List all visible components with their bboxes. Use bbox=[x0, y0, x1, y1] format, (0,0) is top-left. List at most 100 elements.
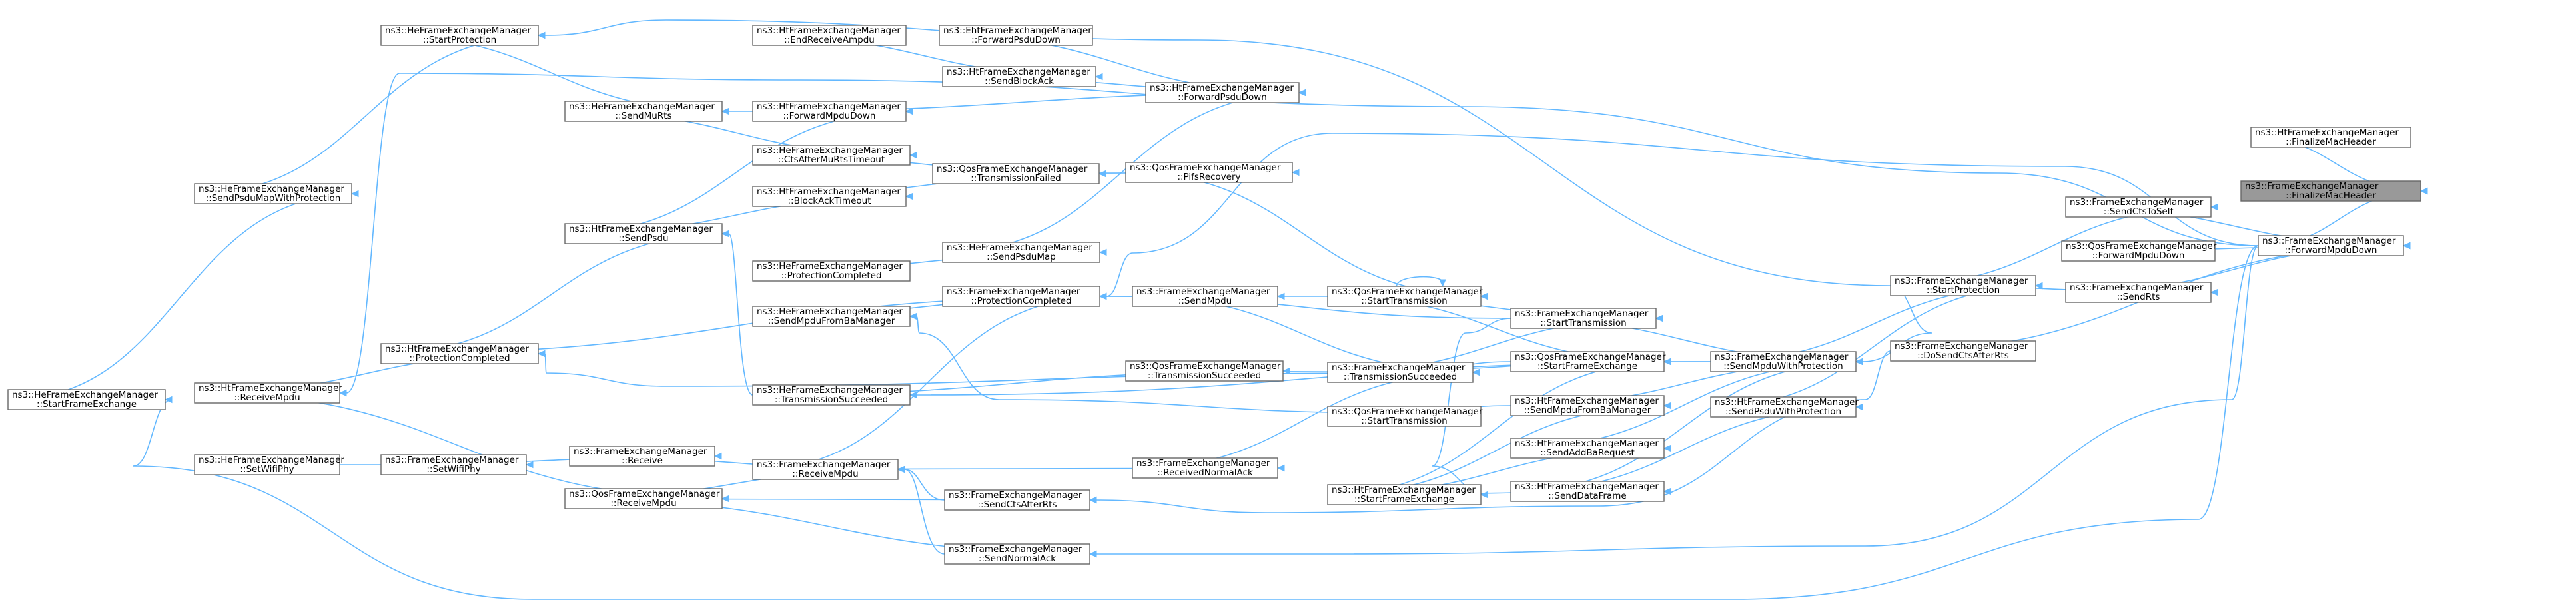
graph-node[interactable]: ns3::QosFrameExchangeManager::PifsRecove… bbox=[1125, 162, 1293, 183]
node-box[interactable] bbox=[380, 25, 539, 46]
node-box[interactable] bbox=[1327, 484, 1482, 505]
graph-node[interactable]: ns3::QosFrameExchangeManager::Transmissi… bbox=[932, 163, 1100, 184]
graph-node[interactable]: ns3::HeFrameExchangeManager::CtsAfterMuR… bbox=[752, 145, 911, 166]
graph-node[interactable]: ns3::QosFrameExchangeManager::Transmissi… bbox=[1125, 360, 1284, 382]
graph-node[interactable]: ns3::FrameExchangeManager::SendNormalAck bbox=[944, 543, 1090, 565]
node-box[interactable] bbox=[2061, 240, 2216, 262]
node-box[interactable] bbox=[944, 543, 1090, 565]
graph-node[interactable]: ns3::EhtFrameExchangeManager::ForwardPsd… bbox=[939, 25, 1093, 46]
graph-node[interactable]: ns3::FrameExchangeManager::Receive bbox=[569, 446, 715, 467]
graph-node[interactable]: ns3::FrameExchangeManager::FinalizeMacHe… bbox=[2240, 180, 2421, 202]
graph-node[interactable]: ns3::QosFrameExchangeManager::ForwardMpd… bbox=[2061, 240, 2217, 262]
node-box[interactable] bbox=[1710, 351, 1857, 372]
graph-node[interactable]: ns3::HtFrameExchangeManager::SendAddBaRe… bbox=[1510, 438, 1665, 459]
node-box[interactable] bbox=[752, 459, 899, 480]
graph-node[interactable]: ns3::FrameExchangeManager::ReceiveMpdu bbox=[752, 459, 899, 480]
node-box[interactable] bbox=[1327, 286, 1482, 307]
node-box[interactable] bbox=[1132, 286, 1278, 307]
node-box[interactable] bbox=[1890, 340, 2036, 362]
graph-node[interactable]: ns3::HeFrameExchangeManager::StartProtec… bbox=[380, 25, 539, 46]
node-box[interactable] bbox=[194, 454, 340, 475]
graph-node[interactable]: ns3::FrameExchangeManager::SendMpduWithP… bbox=[1710, 351, 1857, 372]
graph-node[interactable]: ns3::HtFrameExchangeManager::SendMpduFro… bbox=[1510, 395, 1665, 416]
node-box[interactable] bbox=[194, 183, 352, 204]
graph-node[interactable]: ns3::HtFrameExchangeManager::ForwardMpdu… bbox=[752, 101, 907, 122]
graph-node[interactable]: ns3::HeFrameExchangeManager::SendPsduMap… bbox=[194, 183, 352, 204]
node-box[interactable] bbox=[1145, 82, 1300, 103]
graph-node[interactable]: ns3::HtFrameExchangeManager::FinalizeMac… bbox=[2250, 127, 2411, 148]
graph-node[interactable]: ns3::HtFrameExchangeManager::SendPsdu bbox=[564, 223, 723, 244]
node-box[interactable] bbox=[380, 343, 539, 364]
graph-node[interactable]: ns3::HtFrameExchangeManager::StartFrameE… bbox=[1327, 484, 1482, 505]
node-box[interactable] bbox=[939, 25, 1093, 46]
node-box[interactable] bbox=[942, 66, 1096, 87]
node-box[interactable] bbox=[752, 384, 911, 406]
node-box[interactable] bbox=[1890, 275, 2036, 296]
node-box[interactable] bbox=[1327, 406, 1482, 427]
graph-node[interactable]: ns3::FrameExchangeManager::DoSendCtsAfte… bbox=[1890, 340, 2036, 362]
node-box[interactable] bbox=[1132, 457, 1278, 479]
graph-node[interactable]: ns3::QosFrameExchangeManager::StartTrans… bbox=[1327, 406, 1483, 427]
graph-node[interactable]: ns3::QosFrameExchangeManager::StartTrans… bbox=[1327, 286, 1483, 307]
node-box[interactable] bbox=[942, 286, 1100, 307]
node-box[interactable] bbox=[752, 145, 911, 166]
node-box[interactable] bbox=[752, 25, 907, 46]
graph-node[interactable]: ns3::QosFrameExchangeManager::ReceiveMpd… bbox=[564, 488, 723, 509]
graph-node[interactable]: ns3::HeFrameExchangeManager::SendMuRts bbox=[564, 101, 723, 122]
graph-node[interactable]: ns3::FrameExchangeManager::ForwardMpduDo… bbox=[2258, 235, 2404, 256]
graph-node[interactable]: ns3::FrameExchangeManager::SendMpdu bbox=[1132, 286, 1278, 307]
node-box[interactable] bbox=[2250, 127, 2411, 148]
node-box[interactable] bbox=[1125, 162, 1293, 183]
graph-node[interactable]: ns3::HtFrameExchangeManager::ForwardPsdu… bbox=[1145, 82, 1300, 103]
node-box[interactable] bbox=[2258, 235, 2404, 256]
graph-node[interactable]: ns3::HtFrameExchangeManager::SendBlockAc… bbox=[942, 66, 1096, 87]
graph-node[interactable]: ns3::HeFrameExchangeManager::SetWifiPhy bbox=[194, 454, 344, 475]
node-box[interactable] bbox=[1125, 360, 1284, 382]
node-box[interactable] bbox=[752, 101, 907, 122]
node-box[interactable] bbox=[1327, 362, 1474, 383]
graph-node[interactable]: ns3::HtFrameExchangeManager::ProtectionC… bbox=[380, 343, 539, 364]
graph-node[interactable]: ns3::FrameExchangeManager::StartProtecti… bbox=[1890, 275, 2036, 296]
graph-node[interactable]: ns3::HeFrameExchangeManager::StartFrameE… bbox=[7, 389, 166, 410]
node-box[interactable] bbox=[1510, 395, 1665, 416]
graph-node[interactable]: ns3::HeFrameExchangeManager::Transmissio… bbox=[752, 384, 911, 406]
node-box[interactable] bbox=[7, 389, 166, 410]
node-box[interactable] bbox=[194, 382, 340, 404]
graph-node[interactable]: ns3::HtFrameExchangeManager::EndReceiveA… bbox=[752, 25, 907, 46]
graph-node[interactable]: ns3::FrameExchangeManager::SendCtsAfterR… bbox=[944, 489, 1090, 511]
node-box[interactable] bbox=[932, 163, 1100, 184]
node-box[interactable] bbox=[2065, 196, 2212, 218]
graph-node[interactable]: ns3::HtFrameExchangeManager::SendDataFra… bbox=[1510, 481, 1665, 502]
node-box[interactable] bbox=[564, 488, 723, 509]
node-box[interactable] bbox=[944, 489, 1090, 511]
graph-node[interactable]: ns3::HeFrameExchangeManager::ProtectionC… bbox=[752, 260, 911, 282]
node-box[interactable] bbox=[752, 186, 907, 207]
node-box[interactable] bbox=[1510, 481, 1665, 502]
graph-node[interactable]: ns3::FrameExchangeManager::SendRts bbox=[2065, 282, 2212, 303]
node-box[interactable] bbox=[1510, 351, 1665, 372]
node-box[interactable] bbox=[942, 242, 1100, 263]
graph-node[interactable]: ns3::HtFrameExchangeManager::BlockAckTim… bbox=[752, 186, 907, 207]
node-box[interactable] bbox=[1710, 396, 1857, 418]
node-box[interactable] bbox=[1510, 438, 1665, 459]
node-box[interactable] bbox=[569, 446, 715, 467]
graph-node[interactable]: ns3::HtFrameExchangeManager::SendPsduWit… bbox=[1710, 396, 1859, 418]
node-box[interactable] bbox=[2065, 282, 2212, 303]
node-box[interactable] bbox=[564, 223, 723, 244]
graph-node[interactable]: ns3::FrameExchangeManager::SendCtsToSelf bbox=[2065, 196, 2212, 218]
graph-node[interactable]: ns3::FrameExchangeManager::SetWifiPhy bbox=[380, 454, 527, 475]
node-box[interactable] bbox=[752, 306, 911, 327]
graph-node[interactable]: ns3::FrameExchangeManager::TransmissionS… bbox=[1327, 362, 1474, 383]
graph-node[interactable]: ns3::HtFrameExchangeManager::ReceiveMpdu bbox=[194, 382, 342, 404]
node-box[interactable] bbox=[380, 454, 527, 475]
node-box[interactable] bbox=[1510, 308, 1657, 329]
graph-node[interactable]: ns3::QosFrameExchangeManager::StartFrame… bbox=[1510, 351, 1666, 372]
root-node-box[interactable] bbox=[2240, 180, 2421, 202]
node-box[interactable] bbox=[564, 101, 723, 122]
graph-node[interactable]: ns3::FrameExchangeManager::ReceivedNorma… bbox=[1132, 457, 1278, 479]
node-box[interactable] bbox=[752, 260, 911, 282]
graph-node[interactable]: ns3::HeFrameExchangeManager::SendMpduFro… bbox=[752, 306, 911, 327]
graph-node[interactable]: ns3::FrameExchangeManager::ProtectionCom… bbox=[942, 286, 1100, 307]
graph-node[interactable]: ns3::HeFrameExchangeManager::SendPsduMap bbox=[942, 242, 1100, 263]
graph-node[interactable]: ns3::FrameExchangeManager::StartTransmis… bbox=[1510, 308, 1657, 329]
